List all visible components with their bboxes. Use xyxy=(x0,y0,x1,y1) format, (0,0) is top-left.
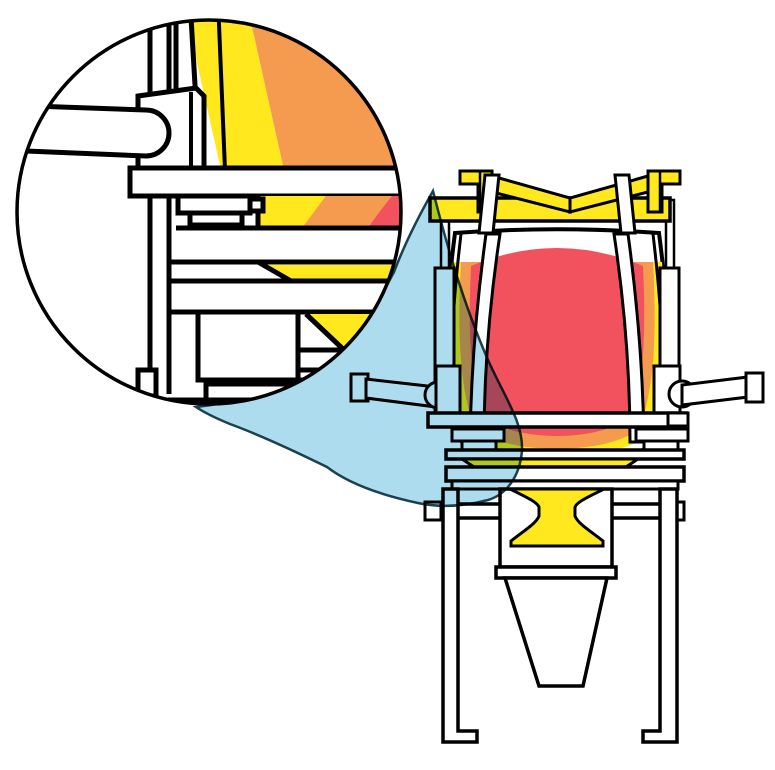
lens-detail xyxy=(17,20,401,403)
leg-left xyxy=(441,487,479,744)
lift-strap-left xyxy=(477,173,501,235)
lens-clamp-plate xyxy=(175,193,253,216)
lens-shelf xyxy=(127,165,401,199)
clamp-arm-right xyxy=(652,364,765,415)
discharge-assembly xyxy=(494,487,618,688)
lift-strap-right xyxy=(613,173,637,235)
hook-bracket-right xyxy=(646,169,682,214)
discharge-spout xyxy=(509,487,605,548)
lens-bag-yellow xyxy=(183,20,284,170)
arm-end-cap-right xyxy=(744,371,765,404)
lens-lower-box xyxy=(195,309,301,383)
bag-strap-band-right xyxy=(612,232,646,444)
magnifier-lens xyxy=(15,18,403,406)
lens-clamp-arm xyxy=(17,102,172,159)
discharge-funnel xyxy=(502,576,610,688)
lens-rim xyxy=(15,18,403,406)
lens-bag-orange xyxy=(246,20,398,170)
hanger-assembly xyxy=(428,169,682,235)
leg-right xyxy=(641,487,679,744)
